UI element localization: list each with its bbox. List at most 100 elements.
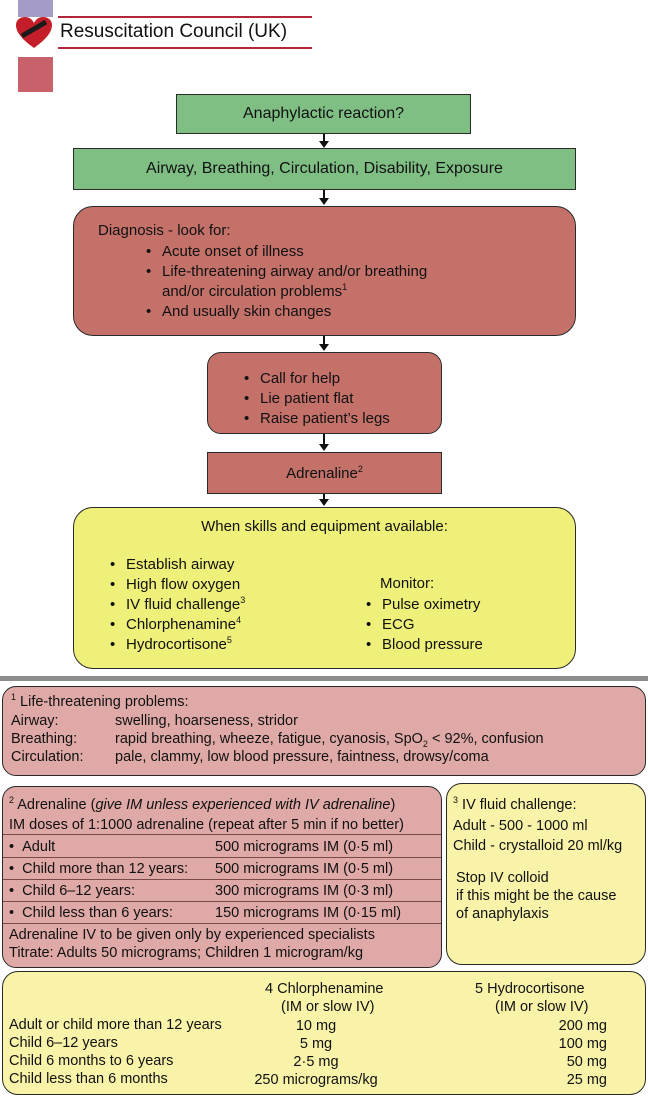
circulation-label: Circulation: [11, 749, 84, 765]
footnote-2-subtitle: IM doses of 1:1000 adrenaline (repeat af… [9, 817, 404, 833]
footnote-2-title: 2 Adrenaline (give IM unless experienced… [9, 796, 395, 814]
skill-item: High flow oxygen [108, 575, 245, 595]
chlor-head-2: (IM or slow IV) [281, 999, 375, 1015]
dose-amount: 500 micrograms IM (0·5 ml) [215, 861, 394, 877]
footnote-1-box: 1 Life-threatening problems: Airway: swe… [2, 686, 646, 776]
diagnosis-title: Diagnosis - look for: [98, 222, 231, 239]
dose-row-hydro: 50 mg [566, 1054, 607, 1070]
monitor-item: Pulse oximetry [364, 595, 483, 615]
dose-row-who: Child 6–12 years [9, 1035, 118, 1051]
anaphylactic-reaction-box: Anaphylactic reaction? [176, 94, 471, 134]
fluid-adult: Adult - 500 - 1000 ml [453, 818, 588, 834]
dose-who: • Child more than 12 years: [9, 861, 189, 877]
skill-text: Establish airway [126, 556, 235, 573]
dose-rule [3, 857, 441, 858]
dose-amount: 500 micrograms IM (0·5 ml) [215, 839, 394, 855]
breathing-subscript: 2 [422, 738, 428, 749]
diagnosis-item-text: and/or circulation problems [162, 283, 343, 300]
breathing-text-a: rapid breathing, wheeze, fatigue, cyanos… [115, 731, 423, 747]
footnote-1-title: 1 Life-threatening problems: [11, 693, 189, 711]
diagnosis-item: And usually skin changes [144, 302, 427, 322]
skills-list: Establish airway High flow oxygen IV flu… [108, 555, 245, 655]
dose-row-chlor: 5 mg [299, 1036, 333, 1052]
stop-colloid-2: if this might be the cause [456, 888, 617, 904]
footnote-2-title-italic: give IM unless experienced with IV adren… [95, 797, 391, 813]
dose-row-who: Child 6 months to 6 years [9, 1053, 174, 1069]
arrow-3 [319, 336, 329, 351]
section-divider [0, 676, 648, 681]
dose-rule [3, 879, 441, 880]
diagnosis-item: Acute onset of illness [144, 242, 427, 262]
footnote-ref: 2 [357, 463, 363, 474]
dose-row-chlor: 2·5 mg [293, 1054, 339, 1070]
dose-row-who: Adult or child more than 12 years [9, 1017, 222, 1033]
dose-rule [3, 834, 441, 835]
footnote-ref: 5 [226, 635, 232, 645]
stop-colloid-1: Stop IV colloid [456, 870, 549, 886]
dose-row-hydro: 25 mg [566, 1072, 607, 1088]
skill-item: Chlorphenamine4 [108, 615, 245, 635]
footnote-2-title-b: ) [390, 797, 396, 813]
dose-amount: 150 micrograms IM (0·15 ml) [215, 905, 402, 921]
actions-list: Call for help Lie patient flat Raise pat… [242, 369, 390, 429]
actions-box: Call for help Lie patient flat Raise pat… [207, 352, 442, 434]
diagnosis-item: Life-threatening airway and/or breathing… [144, 262, 427, 302]
airway-text: swelling, hoarseness, stridor [115, 713, 298, 729]
footnote-ref: 1 [342, 282, 348, 292]
org-name: Resuscitation Council (UK) [60, 21, 288, 42]
breathing-label: Breathing: [11, 731, 78, 747]
dose-row-hydro: 200 mg [558, 1018, 607, 1034]
dose-who-text: Adult [22, 839, 56, 855]
skill-text: High flow oxygen [126, 576, 241, 593]
adrenaline-text: Adrenaline2 [286, 463, 363, 482]
footnote-ref: 4 [236, 615, 242, 625]
arrow-5 [319, 494, 329, 506]
skill-item: Establish airway [108, 555, 245, 575]
header-rule-bottom [58, 47, 312, 49]
dose-who-text: Child more than 12 years: [22, 861, 189, 877]
abcde-text: Airway, Breathing, Circulation, Disabili… [146, 160, 503, 177]
breathing-text-b: < 92%, confusion [427, 731, 544, 747]
dose-rule [3, 901, 441, 902]
dose-who-text: Child 6–12 years: [22, 883, 135, 899]
monitor-item: Blood pressure [364, 635, 483, 655]
footnote-1-title-text: Life-threatening problems: [20, 694, 189, 710]
monitor-title: Monitor: [380, 575, 435, 592]
footnote-2-box: 2 Adrenaline (give IM unless experienced… [2, 786, 442, 968]
dose-amount: 300 micrograms IM (0·3 ml) [215, 883, 394, 899]
footnote-ref: 3 [240, 595, 246, 605]
footnote-3-box: 3 IV fluid challenge: Adult - 500 - 1000… [446, 783, 646, 965]
footnote-number: 2 [9, 795, 15, 806]
diagnosis-list: Acute onset of illness Life-threatening … [144, 242, 427, 322]
diagnosis-box: Diagnosis - look for: Acute onset of ill… [73, 206, 576, 336]
action-item: Raise patient’s legs [242, 409, 390, 429]
adrenaline-label: Adrenaline [286, 464, 358, 482]
fluid-child: Child - crystalloid 20 ml/kg [453, 838, 623, 854]
dose-row-hydro: 100 mg [558, 1036, 607, 1052]
hydro-head-1: 5 Hydrocortisone [475, 981, 585, 997]
skill-text: Hydrocortisone [126, 636, 227, 653]
dose-who: • Child less than 6 years: [9, 905, 173, 921]
footnote-3-title: 3 IV fluid challenge: [453, 796, 577, 814]
chlor-head-1: 4 Chlorphenamine [265, 981, 384, 997]
dose-who-text: Child less than 6 years: [22, 905, 173, 921]
footnote-3-title-text: IV fluid challenge: [462, 797, 577, 813]
dose-row-who: Child less than 6 months [9, 1071, 168, 1087]
iv-line-1: Adrenaline IV to be given only by experi… [9, 927, 375, 943]
circulation-text: pale, clammy, low blood pressure, faintn… [115, 749, 489, 765]
action-item: Call for help [242, 369, 390, 389]
footnote-2-title-a: Adrenaline ( [17, 797, 96, 813]
monitor-list: Pulse oximetry ECG Blood pressure [364, 595, 483, 655]
adrenaline-box: Adrenaline2 [207, 452, 442, 494]
airway-label: Airway: [11, 713, 59, 729]
arrow-1 [319, 134, 329, 148]
hydro-head-2: (IM or slow IV) [495, 999, 589, 1015]
breathing-text: rapid breathing, wheeze, fatigue, cyanos… [115, 730, 544, 748]
skill-item: IV fluid challenge3 [108, 595, 245, 615]
skill-text: Chlorphenamine [126, 616, 237, 633]
anaphylactic-reaction-text: Anaphylactic reaction? [243, 105, 404, 122]
footnote-45-box: 4 Chlorphenamine (IM or slow IV) 5 Hydro… [2, 971, 646, 1095]
footnote-number: 3 [453, 795, 459, 806]
skills-box: When skills and equipment available: Est… [73, 507, 576, 669]
logo-pink-square [18, 57, 53, 92]
